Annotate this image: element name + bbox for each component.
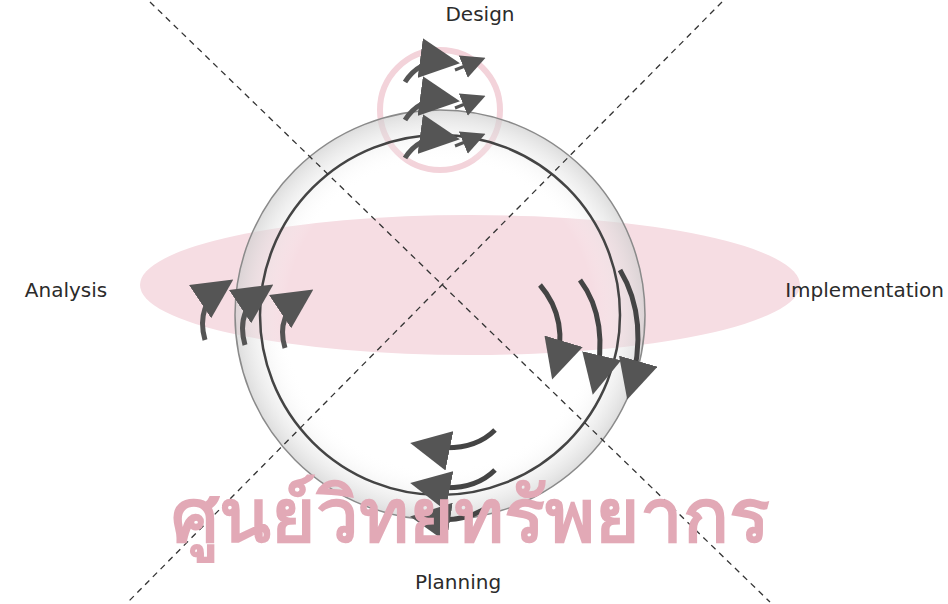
- divider-line: [150, 2, 770, 602]
- phase-label: Design: [445, 2, 514, 26]
- phase-label: Planning: [415, 570, 501, 594]
- phase-label: Implementation: [785, 278, 944, 302]
- spiral-arrows: [203, 285, 306, 348]
- outer-circle: [235, 110, 645, 520]
- inner-circle: [260, 135, 620, 495]
- phase-label: Analysis: [25, 278, 107, 302]
- spiral-arrows: [405, 60, 480, 158]
- spiral-arrows: [540, 270, 638, 390]
- watermark-text: ศูนย์วิทยทรัพยากร: [171, 468, 770, 563]
